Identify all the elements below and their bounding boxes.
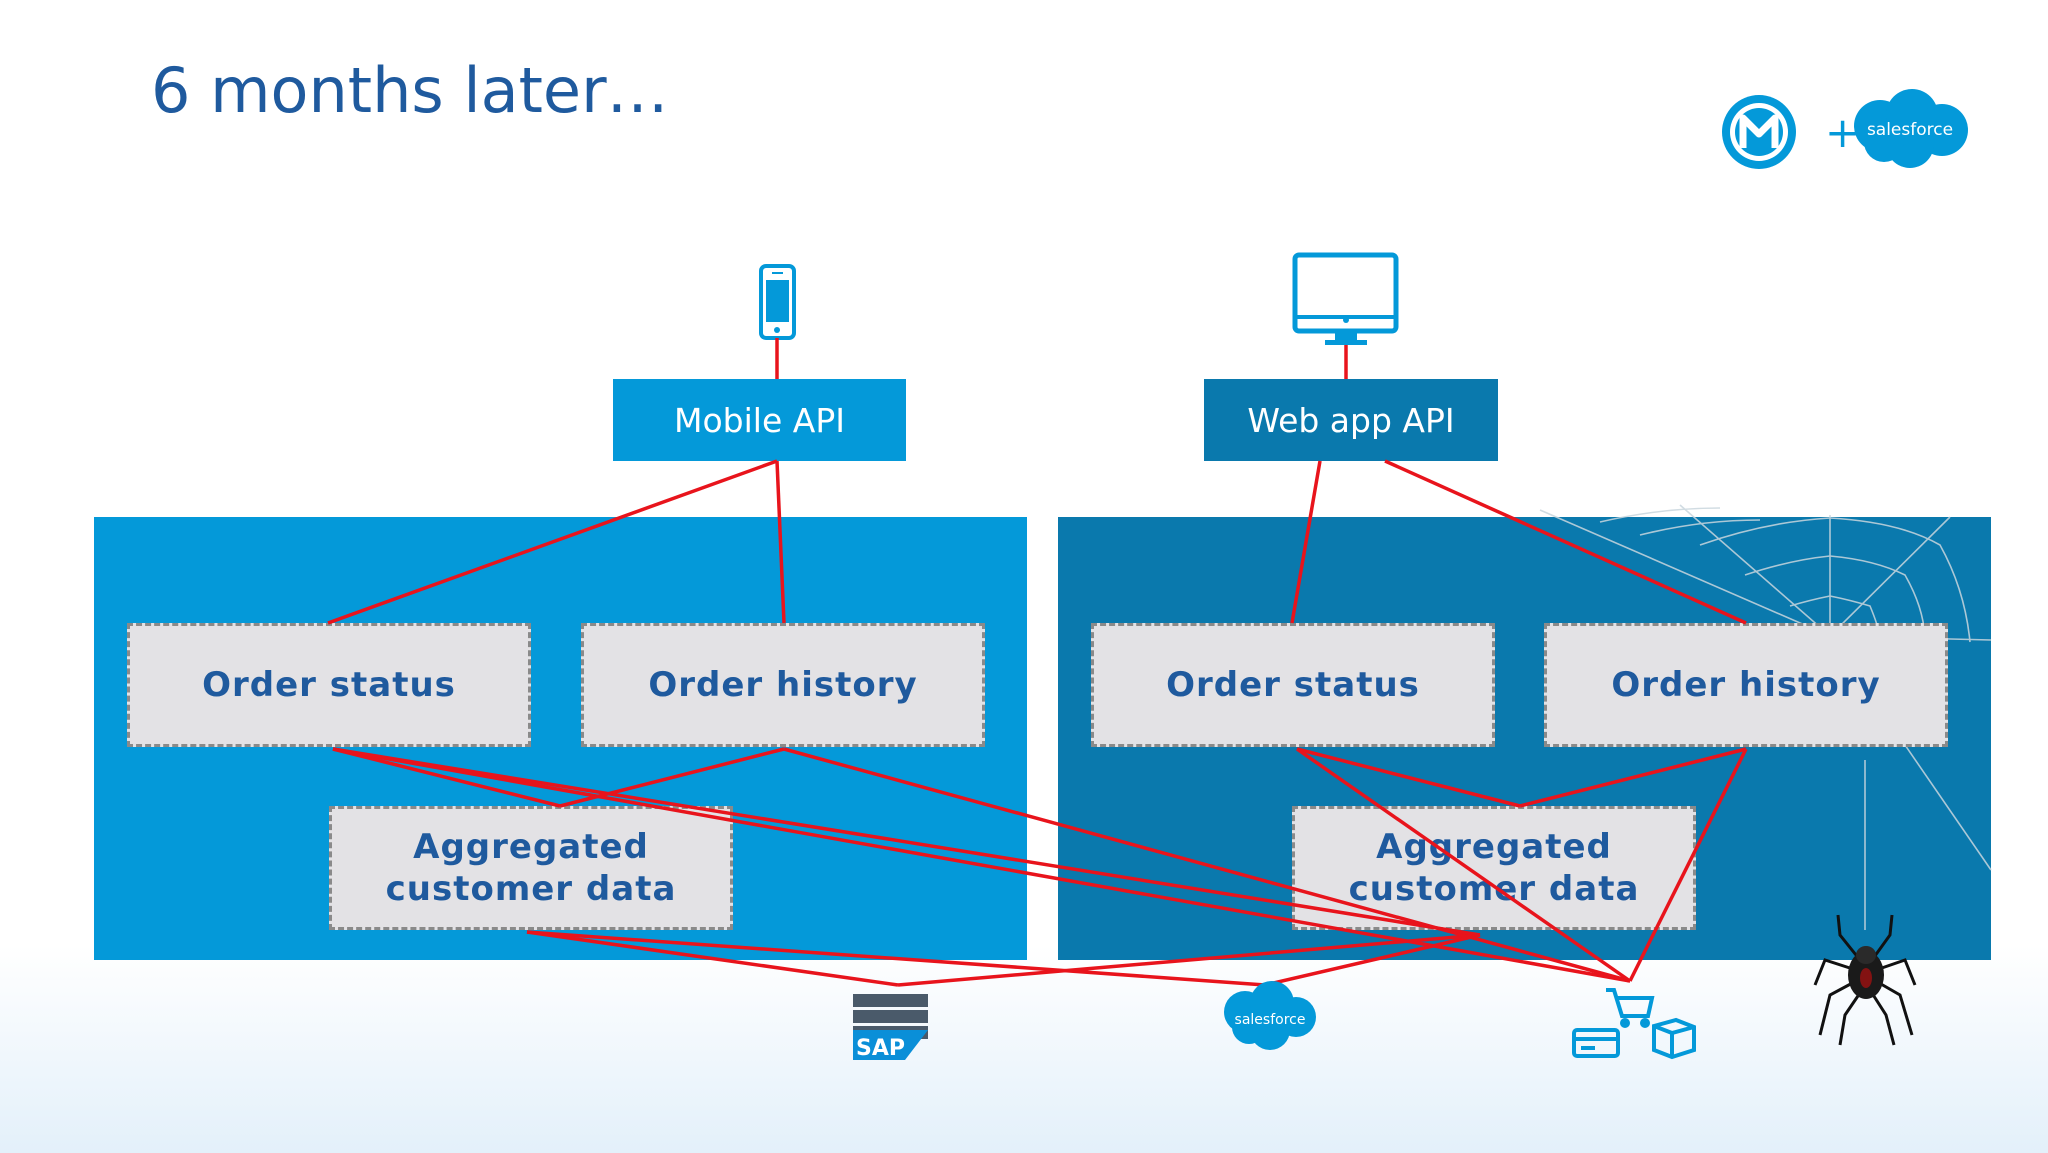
mobile-api-box: Mobile API [613, 379, 906, 461]
left-order-history-box: Order history [581, 623, 985, 747]
right-order-history-label: Order history [1611, 665, 1881, 705]
right-order-status-label: Order status [1166, 665, 1420, 705]
left-order-history-label: Order history [648, 665, 918, 705]
salesforce-backend-text: salesforce [1235, 1012, 1306, 1028]
web-app-api-box: Web app API [1204, 379, 1498, 461]
mulesoft-logo-icon [1722, 95, 1796, 169]
left-order-status-label: Order status [202, 665, 456, 705]
slide-title: 6 months later… [151, 54, 669, 127]
right-aggregated-line1: Aggregated [1376, 827, 1612, 867]
plus-sign: + [1825, 108, 1860, 157]
left-aggregated-data-box: Aggregated customer data [329, 806, 733, 930]
desktop-monitor-icon [1292, 252, 1399, 345]
salesforce-cloud-icon: salesforce [1224, 981, 1316, 1050]
sap-server-icon: SAP [853, 994, 928, 1061]
right-aggregated-data-box: Aggregated customer data [1292, 806, 1696, 930]
ecommerce-icon [1572, 988, 1696, 1060]
salesforce-logo-text: salesforce [1867, 120, 1953, 140]
left-aggregated-line1: Aggregated [413, 827, 649, 867]
right-order-history-box: Order history [1544, 623, 1948, 747]
sap-logo-text: SAP [856, 1036, 905, 1061]
left-order-status-box: Order status [127, 623, 531, 747]
right-order-status-box: Order status [1091, 623, 1495, 747]
salesforce-cloud-icon: salesforce [1854, 89, 1968, 168]
left-aggregated-line2: customer data [385, 869, 677, 909]
right-aggregated-line2: customer data [1348, 869, 1640, 909]
mobile-phone-icon [759, 264, 796, 340]
